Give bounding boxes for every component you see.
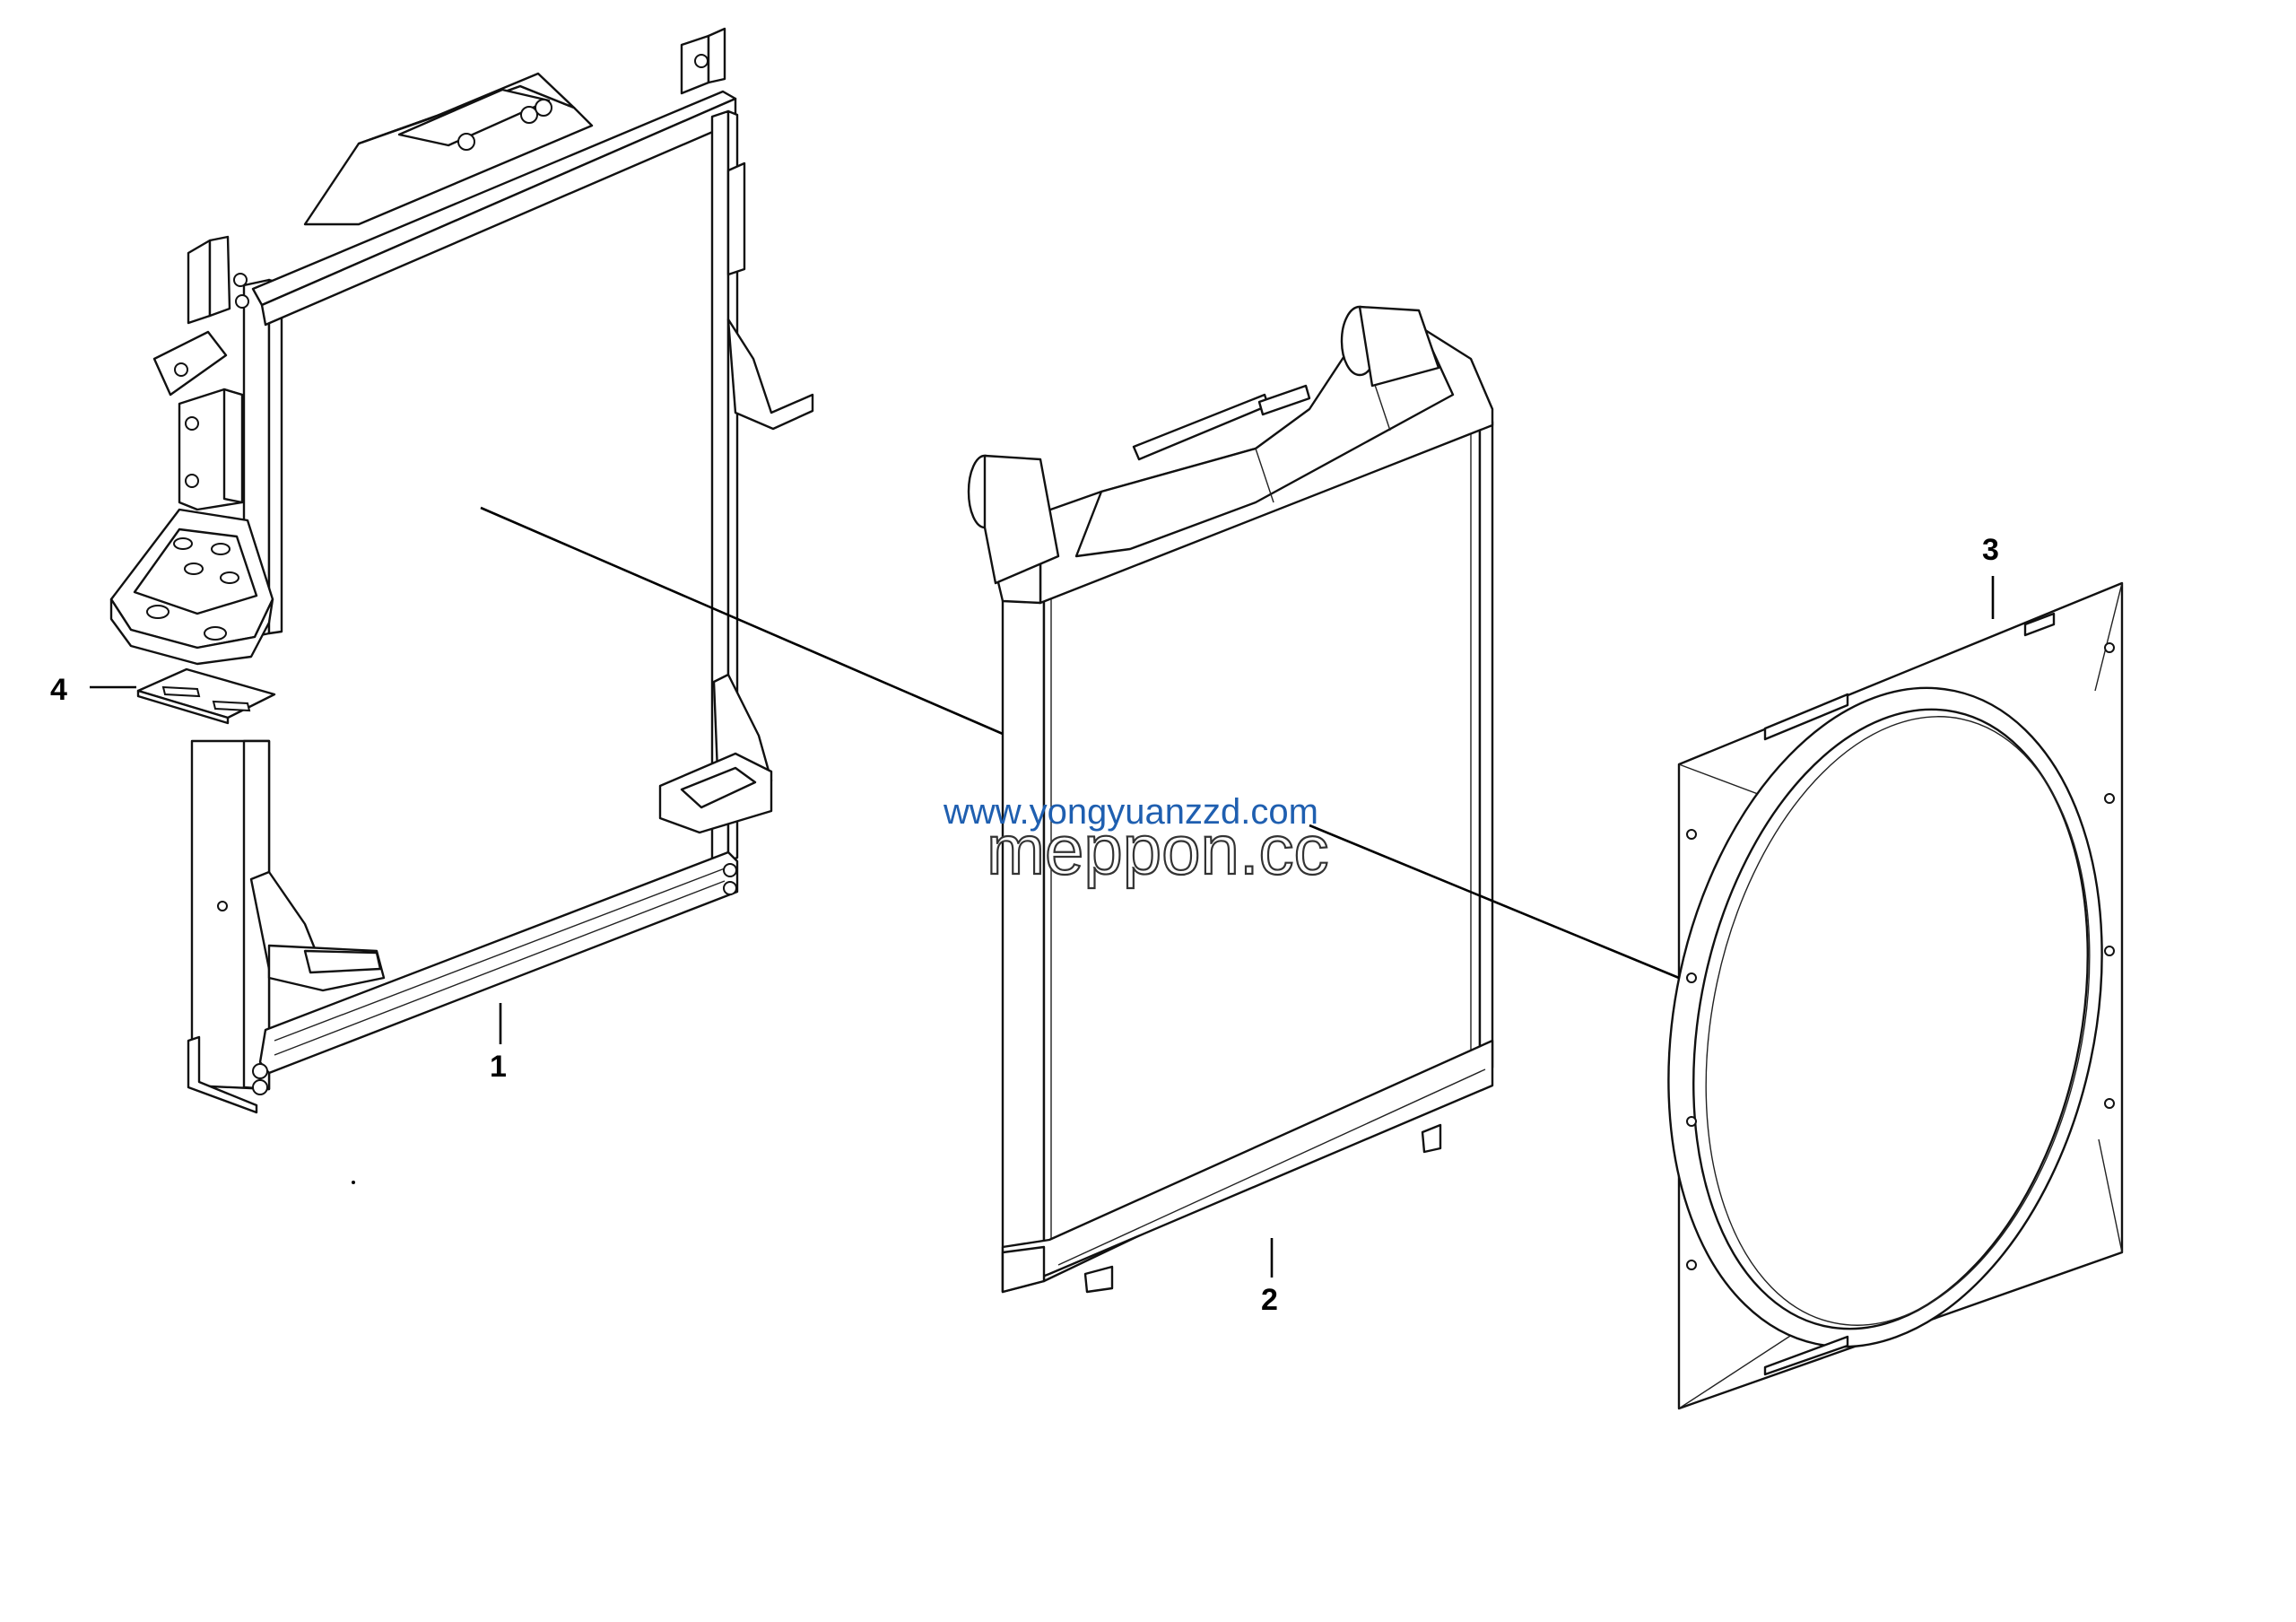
watermark-yongyuanzzd: www.yongyuanzzd.com [943, 792, 1318, 832]
callout-4: 4 [50, 673, 67, 707]
stray-dot [352, 1181, 355, 1184]
leader-lines [90, 506, 1995, 1278]
radiator-frame [109, 27, 814, 1114]
fan-shroud [1667, 581, 2124, 1410]
shim-plate [136, 667, 276, 725]
callout-3: 3 [1982, 533, 1999, 567]
watermark-meppon: meppon.cc [987, 810, 1329, 889]
charge-air-cooler [967, 305, 1494, 1294]
callout-1: 1 [490, 1050, 507, 1084]
callout-2: 2 [1261, 1283, 1278, 1317]
